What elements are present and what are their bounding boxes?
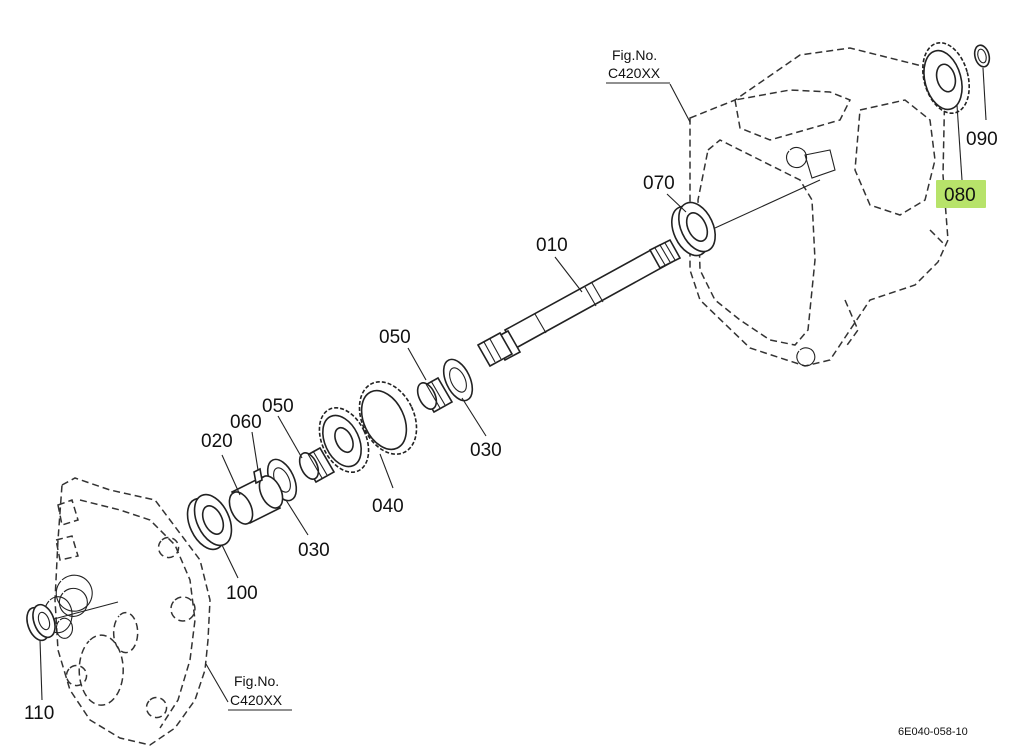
label-050-lower[interactable]: 050: [262, 396, 294, 417]
fig-ref-top-line1: Fig.No.: [612, 47, 657, 63]
part-110-oil-seal[interactable]: [23, 602, 59, 644]
part-080-gear[interactable]: [915, 38, 976, 119]
label-050-upper[interactable]: 050: [379, 327, 411, 348]
label-010[interactable]: 010: [536, 235, 568, 256]
transmission-case-lower: [43, 477, 211, 746]
label-040[interactable]: 040: [372, 496, 404, 517]
fig-reference-top[interactable]: Fig.No. C420XX: [606, 47, 670, 84]
part-030-washer-upper[interactable]: [438, 355, 478, 405]
label-080-highlight: [936, 180, 986, 208]
label-090[interactable]: 090: [966, 129, 998, 150]
part-070-bearing[interactable]: [665, 197, 723, 262]
fig-ref-bottom-line1: Fig.No.: [234, 673, 279, 689]
fig-ref-top-line2: C420XX: [608, 65, 661, 81]
label-110[interactable]: 110: [24, 703, 54, 724]
part-050-needle-bearing-upper[interactable]: [414, 376, 454, 414]
part-050-needle-bearing-lower[interactable]: [296, 446, 336, 484]
label-020[interactable]: 020: [201, 431, 233, 452]
fig-ref-bottom-line2: C420XX: [230, 692, 283, 708]
part-010-shaft[interactable]: [476, 238, 682, 368]
callout-labels: 010 020 030 030 040 050 050 060 070 080 …: [24, 129, 998, 724]
label-060[interactable]: 060: [230, 412, 262, 433]
part-040-gear-cluster[interactable]: [310, 373, 428, 481]
leader-lines: [39, 67, 987, 703]
label-070[interactable]: 070: [643, 173, 675, 194]
label-030-lower[interactable]: 030: [298, 540, 330, 561]
label-100[interactable]: 100: [226, 583, 258, 604]
transmission-case-upper: [689, 47, 949, 367]
drawing-code: 6E040-058-10: [898, 726, 968, 738]
part-060-pin[interactable]: [253, 467, 263, 485]
part-090-snap-ring[interactable]: [972, 44, 991, 69]
fig-reference-bottom[interactable]: Fig.No. C420XX: [228, 673, 292, 711]
label-030-upper[interactable]: 030: [470, 440, 502, 461]
label-080[interactable]: 080: [944, 185, 976, 206]
part-100-bearing[interactable]: [180, 489, 239, 555]
part-020-collar[interactable]: [225, 472, 287, 527]
